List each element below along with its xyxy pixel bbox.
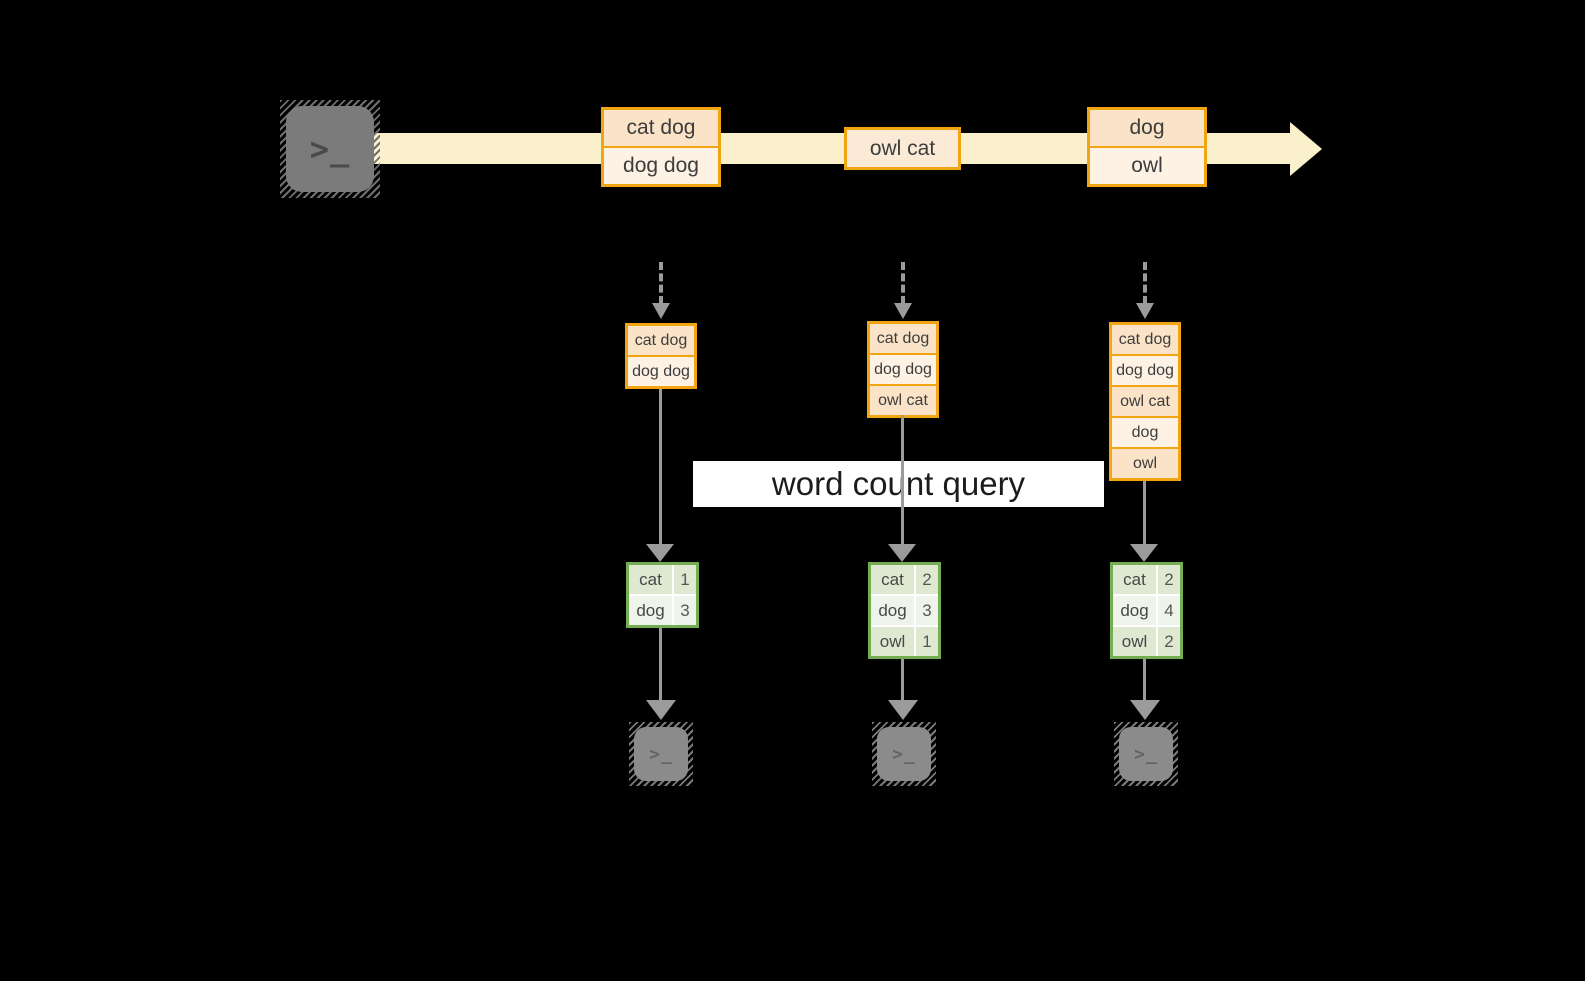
count-cell: 2: [1158, 565, 1180, 594]
buffer-stack-3: cat dog dog dog owl cat dog owl: [1109, 322, 1181, 481]
word-count-table-3: cat 2 dog 4 owl 2: [1110, 562, 1183, 659]
dashed-arrow: [659, 262, 663, 304]
count-cell: 1: [916, 627, 938, 656]
buffered-event: cat dog: [870, 324, 936, 353]
buffer-stack-1: cat dog dog dog: [625, 323, 697, 389]
word-count-table-1: cat 1 dog 3: [626, 562, 699, 628]
stream-batch-3: dog owl: [1087, 107, 1207, 187]
buffered-event: dog dog: [1112, 356, 1178, 385]
terminal-prompt-glyph: >_: [649, 743, 673, 765]
flow-arrowhead-icon: [888, 544, 916, 562]
flow-arrow: [1143, 659, 1146, 700]
word-cell: cat: [1113, 565, 1156, 594]
terminal-screen: >_: [1119, 727, 1173, 781]
dashed-arrow: [1143, 262, 1147, 304]
terminal-screen: >_: [634, 727, 688, 781]
stream-batch-2: owl cat: [844, 127, 961, 170]
flow-arrow: [901, 659, 904, 700]
word-cell: cat: [871, 565, 914, 594]
flow-arrowhead-icon: [1130, 544, 1158, 562]
count-cell: 3: [674, 596, 696, 625]
buffered-event: cat dog: [1112, 325, 1178, 354]
dashed-arrowhead-icon: [652, 303, 670, 319]
word-cell: owl: [871, 627, 914, 656]
dashed-arrowhead-icon: [894, 303, 912, 319]
stream-event: dog dog: [604, 148, 718, 184]
buffered-event: cat dog: [628, 326, 694, 355]
source-terminal-icon: >_: [280, 100, 380, 198]
event-stream-arrowhead-icon: [1290, 122, 1322, 176]
stream-event: owl: [1090, 148, 1204, 184]
dashed-arrowhead-icon: [1136, 303, 1154, 319]
count-cell: 2: [916, 565, 938, 594]
buffered-event: owl cat: [870, 386, 936, 415]
buffered-event: owl cat: [1112, 387, 1178, 416]
flow-arrowhead-icon: [1130, 700, 1160, 720]
word-count-table-2: cat 2 dog 3 owl 1: [868, 562, 941, 659]
output-terminal-icon: >_: [872, 722, 936, 786]
flow-arrowhead-icon: [646, 700, 676, 720]
buffer-stack-2: cat dog dog dog owl cat: [867, 321, 939, 418]
stream-event: owl cat: [847, 130, 958, 167]
terminal-screen: >_: [877, 727, 931, 781]
stream-batch-1: cat dog dog dog: [601, 107, 721, 187]
stream-event: cat dog: [604, 110, 718, 146]
word-cell: dog: [1113, 596, 1156, 625]
count-cell: 3: [916, 596, 938, 625]
stream-event: dog: [1090, 110, 1204, 146]
count-cell: 4: [1158, 596, 1180, 625]
terminal-prompt-glyph: >_: [892, 743, 916, 765]
flow-arrowhead-icon: [646, 544, 674, 562]
count-cell: 2: [1158, 627, 1180, 656]
output-terminal-icon: >_: [629, 722, 693, 786]
word-cell: dog: [629, 596, 672, 625]
count-cell: 1: [674, 565, 696, 594]
word-cell: dog: [871, 596, 914, 625]
dashed-arrow: [901, 262, 905, 304]
terminal-prompt-glyph: >_: [309, 130, 351, 168]
flow-arrowhead-icon: [888, 700, 918, 720]
buffered-event: dog dog: [628, 357, 694, 386]
terminal-prompt-glyph: >_: [1134, 743, 1158, 765]
word-count-query-label: word count query: [693, 461, 1104, 507]
flow-arrow: [659, 389, 662, 544]
output-terminal-icon: >_: [1114, 722, 1178, 786]
flow-arrow: [1143, 481, 1146, 544]
flow-arrow: [901, 415, 904, 544]
flow-arrow: [659, 628, 662, 700]
terminal-screen: >_: [286, 106, 374, 192]
buffered-event: owl: [1112, 449, 1178, 478]
word-cell: owl: [1113, 627, 1156, 656]
buffered-event: dog: [1112, 418, 1178, 447]
buffered-event: dog dog: [870, 355, 936, 384]
word-cell: cat: [629, 565, 672, 594]
